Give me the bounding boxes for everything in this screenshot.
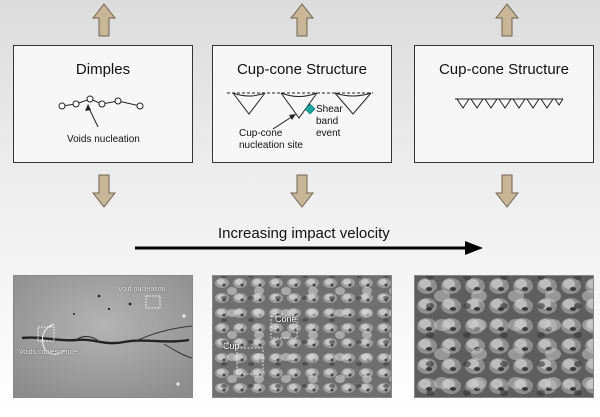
cupcone-high-diagram bbox=[455, 98, 564, 109]
micrograph-cupcone-mid-image bbox=[213, 276, 391, 397]
panel-cupcone-mid: Cup-cone Structure Cup-cone nucleation s… bbox=[212, 45, 392, 163]
cone-label: Cone bbox=[275, 314, 297, 324]
panel-cupcone-mid-title: Cup-cone Structure bbox=[236, 61, 368, 78]
panel-cupcone-high-title: Cup-cone Structure bbox=[438, 61, 570, 78]
voids-coalescence-label: Voids coalescence bbox=[19, 349, 77, 356]
panel-cupcone-high: Cup-cone Structure bbox=[414, 45, 594, 163]
micrograph-voids-image bbox=[14, 276, 192, 397]
micrograph-cupcone-high bbox=[414, 275, 594, 398]
voids-nucleation-label: Voids nucleation bbox=[67, 134, 140, 145]
shear-band-marker bbox=[304, 103, 316, 115]
cupcone-mid-diagram bbox=[227, 92, 373, 130]
micrograph-voids: Void nucleation Voids coalescence bbox=[13, 275, 193, 398]
top-arrow-right bbox=[495, 3, 519, 37]
down-arrow-right bbox=[495, 174, 519, 208]
shear-band-event-label: Shear band event bbox=[316, 104, 343, 139]
velocity-label: Increasing impact velocity bbox=[218, 225, 390, 242]
velocity-arrow bbox=[135, 241, 483, 255]
down-arrow-middle bbox=[290, 174, 314, 208]
micrograph-cupcone-mid: Cone Cup bbox=[212, 275, 392, 398]
dimples-diagram bbox=[58, 95, 144, 128]
micrograph-cupcone-high-image bbox=[415, 276, 593, 397]
void-nucleation-label: Void nucleation bbox=[118, 286, 166, 293]
panel-dimples-title: Dimples bbox=[75, 61, 131, 78]
down-arrow-left bbox=[92, 174, 116, 208]
cupcone-nucleation-site-label: Cup-cone nucleation site bbox=[239, 128, 303, 151]
top-arrow-left bbox=[92, 3, 116, 37]
top-arrow-middle bbox=[290, 3, 314, 37]
panel-dimples: Dimples Voids nucleation bbox=[13, 45, 193, 163]
cup-label: Cup bbox=[223, 341, 240, 351]
